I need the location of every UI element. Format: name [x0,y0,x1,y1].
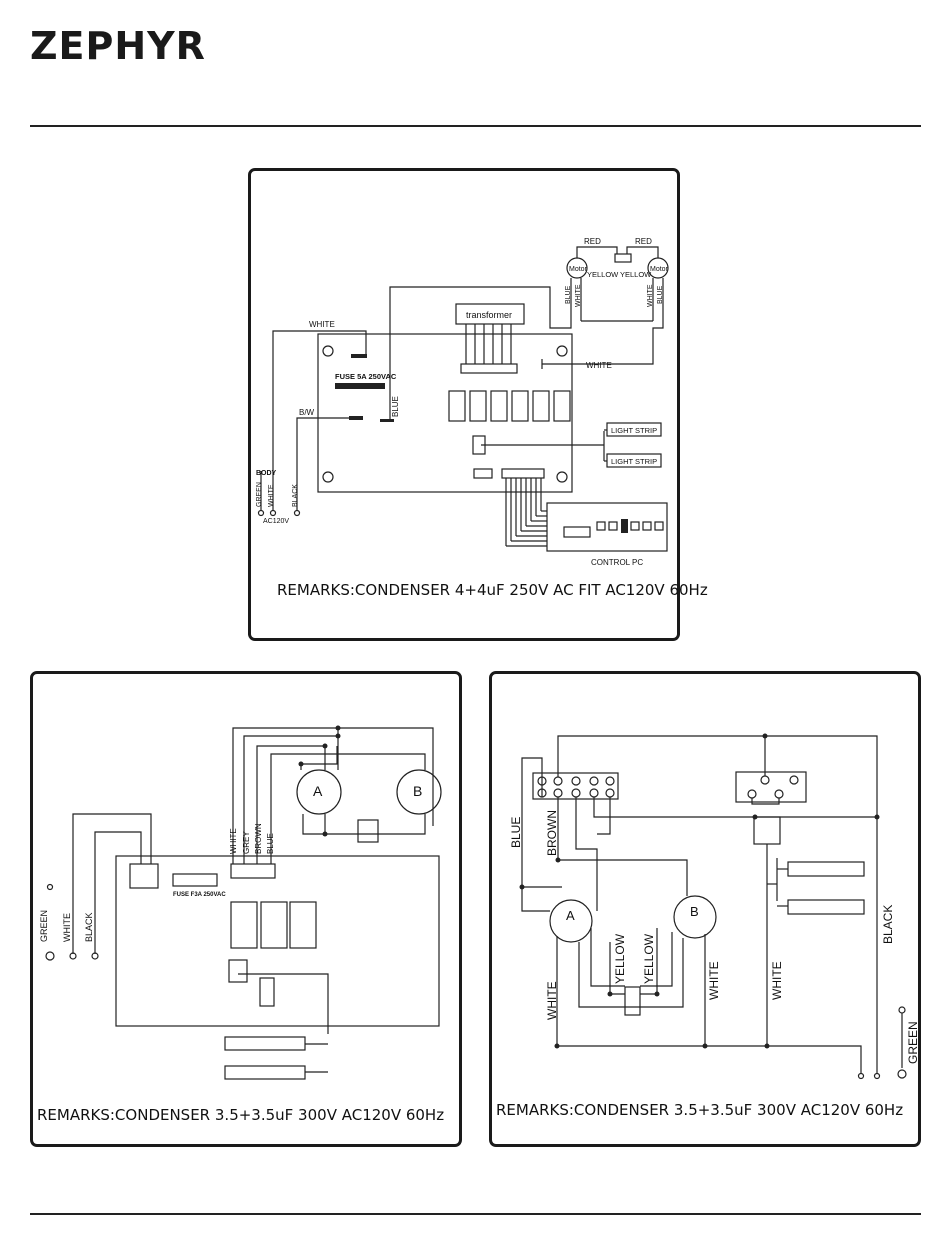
yellow-1-label: YELLOW [613,933,627,984]
body-label: BODY [256,470,277,477]
black-label: BLACK [292,484,299,507]
white-label: WHITE [229,828,238,854]
light-strip-2-label: LIGHT STRIP [611,457,657,466]
motor-a-icon [296,769,342,815]
motor-b-label: B [690,904,699,919]
green-label: GREEN [39,910,49,942]
brown-label: BROWN [254,823,263,854]
motor-right-label: Motor [650,266,669,273]
white-3-label: WHITE [770,961,784,1000]
light-switch-block [735,771,807,803]
white-top-label: WHITE [309,320,335,329]
white-in-label: WHITE [62,913,72,942]
blue-vert-label: BLUE [391,396,400,417]
white-2-label: WHITE [707,961,721,1000]
capacitor-icon [614,253,632,263]
motor-a-label: A [313,783,323,799]
motor-b-icon [396,769,442,815]
red-right-label: RED [635,237,652,246]
wiring-diagram-2: A B WHITE GREY BROWN BLUE FUSE F3A 250VA… [30,671,462,1147]
black-label: BLACK [881,905,895,944]
white-right-label: WHITE [647,284,654,307]
white-1-label: WHITE [545,981,559,1020]
light-strip-1-label: LIGHT STRIP [611,426,657,435]
blue-right-label: BLUE [657,285,664,304]
brown-label: BROWN [545,810,559,856]
white-mid-label: WHITE [586,361,612,370]
motor-left-label: Motor [569,266,588,273]
control-board [115,855,440,1027]
remark-3: REMARKS:CONDENSER 3.5+3.5uF 300V AC120V … [496,1101,903,1119]
red-left-label: RED [584,237,601,246]
footer-divider [30,1213,921,1215]
transformer-box [455,303,525,325]
green-label: GREEN [256,482,263,507]
white-left-label: WHITE [575,284,582,307]
control-pc-label: CONTROL PC [591,558,643,567]
capacitor-icon [357,819,379,843]
wiring-diagram-1: Motor Motor RED RED YELLOW YELLOW BLUE W… [248,168,708,641]
motor-b-label: B [413,783,422,799]
wiring-diagram-3: A B BLUE BROWN YELLOW YELLOW WHITE WHITE… [489,671,921,1147]
yellow-2-label: YELLOW [642,933,656,984]
white-body-label: WHITE [268,484,275,507]
motor-a-icon [549,899,593,943]
green-label: GREEN [906,1021,920,1064]
blue-label: BLUE [509,817,523,848]
control-pc [546,502,668,552]
yellow-right-label: YELLOW [620,270,652,279]
control-board [317,333,573,493]
black-in-label: BLACK [84,912,94,942]
motor-b-icon [673,895,717,939]
ac120v-label: AC120V [263,518,289,525]
motor-a-label: A [566,908,575,923]
transformer-label: transformer [466,310,512,320]
bw-label: B/W [299,408,315,417]
blue-left-label: BLUE [565,285,572,304]
fuse-label: FUSE 5A 250VAC [335,372,397,381]
remark-1: REMARKS:CONDENSER 4+4uF 250V AC FIT AC12… [277,581,708,599]
grey-label: GREY [242,831,251,854]
capacitor-icon [624,986,641,1016]
remark-2: REMARKS:CONDENSER 3.5+3.5uF 300V AC120V … [37,1106,444,1124]
yellow-left-label: YELLOW [587,270,619,279]
blue-label: BLUE [266,833,275,854]
brand-logo: ZEPHYR [30,24,206,68]
fuse-label: FUSE F3A 250VAC [173,892,226,898]
header-divider [30,125,921,127]
